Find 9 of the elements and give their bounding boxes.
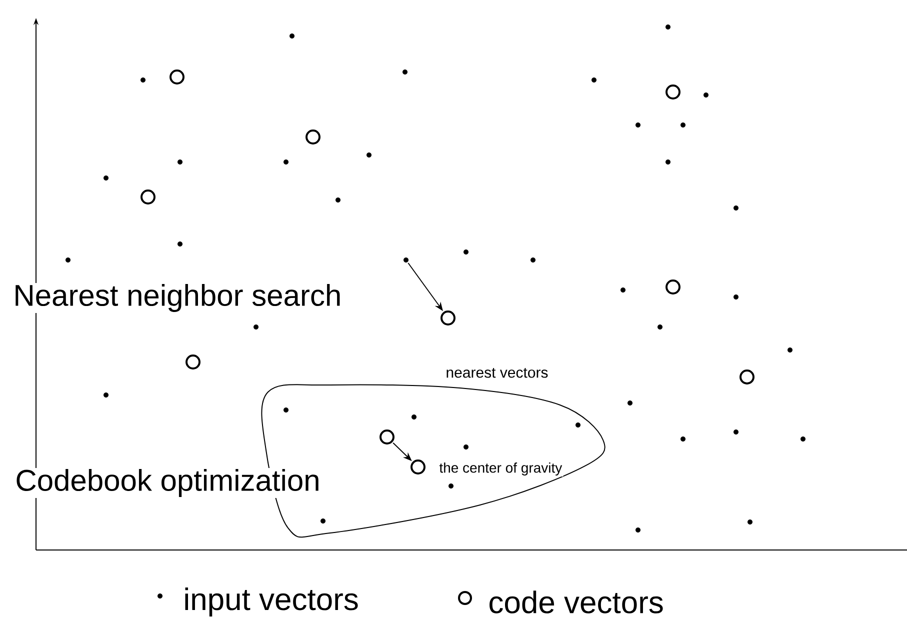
legend-text: input vectors bbox=[185, 588, 358, 616]
label-text: Nearest neighbor search bbox=[12, 283, 343, 313]
node-label: nearest vectors bbox=[446, 368, 548, 378]
beside-text: the center of gravity bbox=[438, 461, 564, 477]
legend-text: code vectors bbox=[490, 590, 663, 614]
code-circle bbox=[410, 460, 426, 474]
code-circle bbox=[380, 430, 394, 444]
code-circle bbox=[440, 310, 456, 326]
label-text: Codebook optimization bbox=[14, 468, 322, 498]
